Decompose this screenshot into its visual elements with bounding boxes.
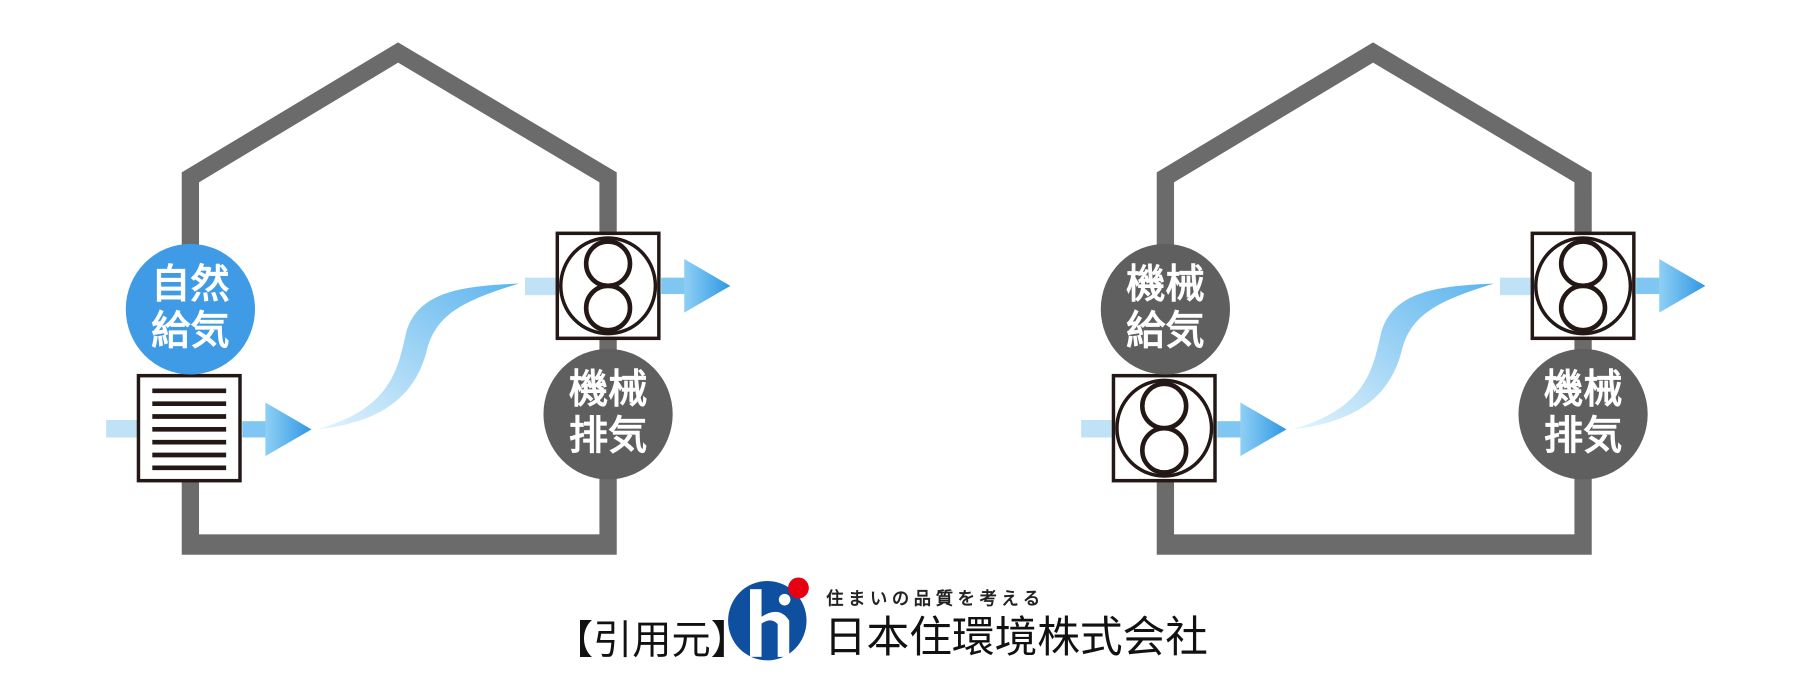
mechanical-exhaust-badge (543, 348, 673, 480)
airflow-arrow-icon (661, 259, 731, 313)
citation-label: 【引用元】 (554, 617, 750, 663)
fan-icon (1532, 233, 1634, 338)
company-name: 日本住環境株式会社 (824, 613, 1208, 663)
exhaust-label-line2: 排気 (1544, 413, 1622, 459)
airflow-arrow-icon (1636, 259, 1706, 313)
mechanical-exhaust-badge (1518, 348, 1648, 480)
exhaust-label-line2: 排気 (569, 413, 647, 459)
supply-label-line1: 自然 (151, 261, 229, 307)
outflow-bar (1500, 277, 1535, 296)
right-house: 機械 給気 機械 排気 (1081, 42, 1706, 555)
airflow-arrow-icon (242, 402, 312, 457)
inflow-bar (106, 420, 141, 438)
supply-label-line2: 給気 (1126, 308, 1204, 354)
supply-label-line2: 給気 (151, 308, 229, 354)
fan-icon (1113, 376, 1215, 481)
airflow-curve (317, 283, 520, 430)
airflow-arrow-icon (1217, 402, 1287, 457)
fan-icon (557, 233, 659, 338)
outflow-bar (525, 277, 560, 296)
company-logo-icon (728, 577, 809, 661)
inflow-bar (1081, 420, 1116, 438)
exhaust-label-line1: 機械 (1544, 366, 1622, 412)
natural-supply-badge (125, 243, 256, 375)
exhaust-label-line1: 機械 (569, 366, 647, 412)
mechanical-supply-badge (1100, 243, 1230, 375)
citation-footer: 【引用元】 住まいの品質を考える 日本住環境株式会社 (554, 577, 1208, 663)
left-house: 自然 給気 機械 排気 (106, 42, 731, 555)
company-tagline: 住まいの品質を考える (826, 588, 1045, 609)
airflow-curve (1292, 283, 1495, 430)
supply-label-line1: 機械 (1126, 261, 1204, 307)
